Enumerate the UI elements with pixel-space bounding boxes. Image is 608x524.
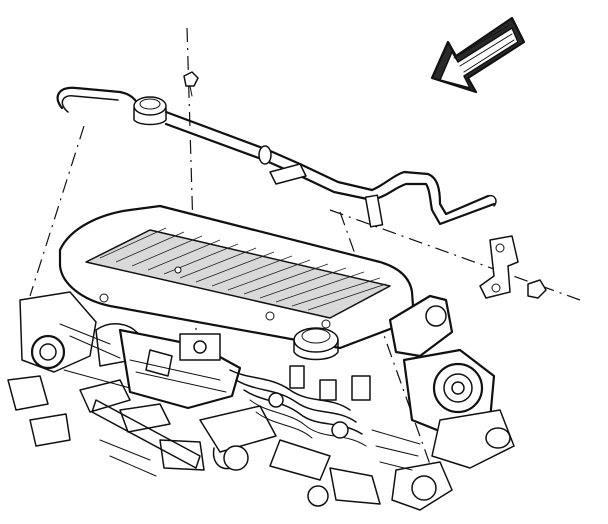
pcv-tube [56,86,497,228]
leader-line-top-vertical [186,27,197,331]
right-components [371,294,515,511]
nut-right [527,279,547,299]
pulley-left [30,334,66,370]
leader-line-right [329,209,581,301]
leader-line-center-diagonal [339,211,433,471]
intake-manifold [118,328,277,471]
tube-bracket [269,163,307,185]
tube-clamp [258,145,272,165]
valve-cover-top [85,229,391,319]
leader-line-left [29,125,85,297]
hose-end-center [223,445,249,471]
tube-clip [364,194,384,228]
wiring-harness [229,365,381,507]
bolt-top [183,71,199,97]
engine-block [58,204,416,361]
oil-filler-cap [293,327,339,361]
pcv-fitting-left [133,96,167,116]
lower-frame [91,399,205,477]
direction-arrow-icon [430,16,526,94]
hose-end-right [411,475,437,501]
pulley-right [432,362,484,414]
left-components [7,291,171,447]
cover-bolts [99,266,331,329]
mounting-bracket-right [479,235,547,299]
